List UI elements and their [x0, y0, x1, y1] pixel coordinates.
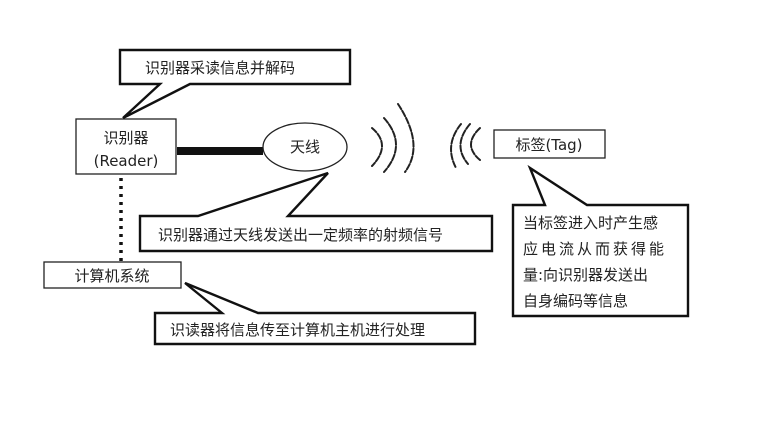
callout-tag-line: 量:向识别器发送出 — [523, 266, 648, 284]
callout-antenna-send: 识别器通过天线发送出一定频率的射频信号 — [138, 171, 494, 253]
tag-node: 标签(Tag) — [493, 129, 606, 159]
antenna-node: 天线 — [262, 122, 348, 172]
callout-reader-decode: 识别器采读信息并解码 — [118, 48, 352, 120]
callout-tag-line: 应电流从而获得能 — [523, 240, 667, 258]
reader-node: 识别器 (Reader) — [75, 118, 177, 175]
radio-wave-in-icon — [450, 123, 481, 169]
callout-reader-decode-text: 识别器采读信息并解码 — [145, 59, 295, 77]
tag-label: 标签(Tag) — [515, 136, 582, 154]
callout-computer-process-text: 识读器将信息传至计算机主机进行处理 — [170, 321, 425, 339]
computer-node: 计算机系统 — [43, 261, 182, 289]
callout-tag-line: 自身编码等信息 — [523, 292, 628, 310]
callout-antenna-send-text: 识别器通过天线发送出一定频率的射频信号 — [158, 226, 443, 244]
computer-label: 计算机系统 — [74, 267, 149, 285]
radio-wave-out-icon — [371, 103, 415, 173]
callout-computer-process: 识读器将信息传至计算机主机进行处理 — [153, 281, 477, 346]
reader-label: 识别器 — [103, 129, 148, 147]
antenna-label: 天线 — [290, 138, 320, 156]
reader-sublabel: (Reader) — [94, 152, 159, 170]
callout-tag: 当标签进入时产生感 应电流从而获得能 量:向识别器发送出 自身编码等信息 — [511, 164, 690, 318]
callout-tag-line: 当标签进入时产生感 — [523, 214, 658, 232]
reader-antenna-cable — [177, 147, 263, 155]
